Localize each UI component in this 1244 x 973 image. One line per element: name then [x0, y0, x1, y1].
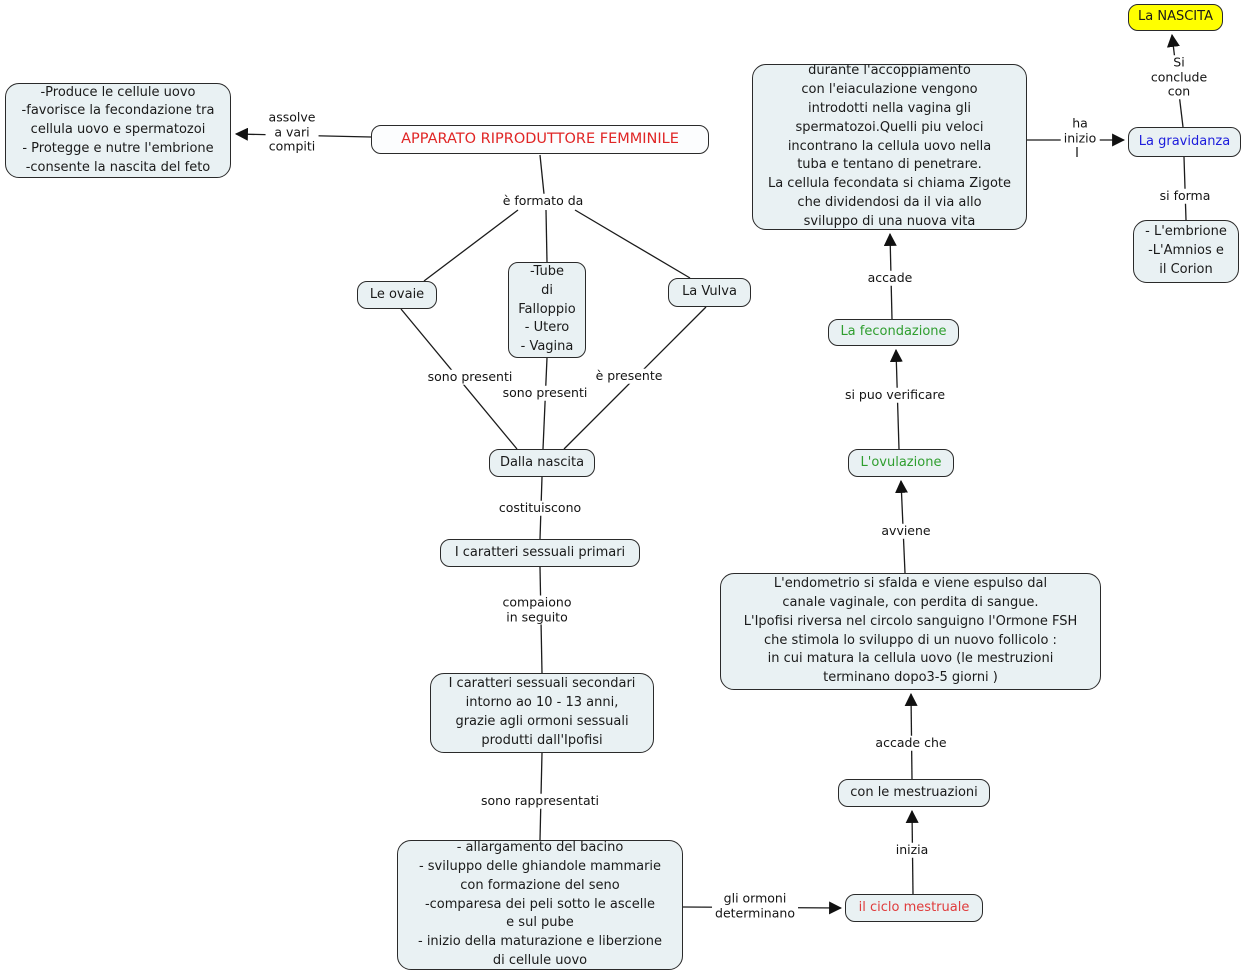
node-caratteri-sessuali-primari[interactable]: I caratteri sessuali primari	[440, 539, 640, 567]
node-funzioni-apparato[interactable]: -Produce le cellule uovo -favorisce la f…	[5, 83, 231, 178]
edge-label-ha-inizio[interactable]: ha inizio	[1060, 116, 1100, 146]
node-ciclo-mestruale[interactable]: il ciclo mestruale	[845, 894, 983, 922]
edge-label-compaiono-in-seguito[interactable]: compaiono in seguito	[499, 595, 575, 625]
edge-label-assolve-a-vari-compiti[interactable]: assolve a vari compiti	[265, 110, 319, 154]
node-le-ovaie[interactable]: Le ovaie	[357, 281, 437, 309]
node-apparato-riproduttore-title[interactable]: APPARATO RIPRODUTTORE FEMMINILE	[371, 125, 709, 154]
edge-label-sono-presenti-center[interactable]: sono presenti	[499, 385, 591, 401]
edge-label-accade-che[interactable]: accade che	[872, 735, 950, 751]
edge-label-inizia[interactable]: inizia	[892, 842, 932, 858]
edge-label-si-puo-verificare[interactable]: si puo verificare	[841, 387, 949, 403]
node-dalla-nascita[interactable]: Dalla nascita	[489, 449, 595, 477]
edge-label-accade[interactable]: accade	[864, 270, 916, 286]
node-mestruazioni[interactable]: con le mestruazioni	[838, 779, 990, 807]
edge-label-avviene[interactable]: avviene	[878, 523, 934, 539]
node-accoppiamento[interactable]: durante l'accoppiamento con l'eiaculazio…	[752, 63, 1027, 230]
node-nascita[interactable]: La NASCITA	[1128, 4, 1223, 31]
edge-label-e-presente[interactable]: è presente	[592, 368, 666, 384]
edge-label-si-forma[interactable]: si forma	[1156, 188, 1214, 204]
edge-label-e-formato-da[interactable]: è formato da	[499, 193, 587, 209]
edge-label-gli-ormoni-determinano[interactable]: gli ormoni determinano	[712, 891, 798, 921]
node-caratteri-sessuali-secondari[interactable]: I caratteri sessuali secondari intorno a…	[430, 673, 654, 753]
edge-label-costituiscono[interactable]: costituiscono	[495, 500, 585, 516]
node-la-vulva[interactable]: La Vulva	[668, 278, 751, 307]
node-tube-utero-vagina[interactable]: -Tube di Falloppio - Utero - Vagina	[508, 262, 586, 358]
edge-label-si-conclude-con[interactable]: Si conclude con	[1146, 55, 1212, 99]
node-ovulazione[interactable]: L'ovulazione	[848, 449, 954, 477]
node-embrione-amnios-corion[interactable]: - L'embrione -L'Amnios e il Corion	[1133, 220, 1239, 283]
node-endometrio[interactable]: L'endometrio si sfalda e viene espulso d…	[720, 573, 1101, 690]
edge-label-sono-presenti-left[interactable]: sono presenti	[424, 369, 516, 385]
node-fecondazione[interactable]: La fecondazione	[828, 319, 959, 346]
node-gravidanza[interactable]: La gravidanza	[1128, 127, 1241, 157]
node-caratteri-secondari-elenco[interactable]: - allargamento del bacino - sviluppo del…	[397, 840, 683, 970]
edge-label-sono-rappresentati[interactable]: sono rappresentati	[478, 793, 602, 809]
